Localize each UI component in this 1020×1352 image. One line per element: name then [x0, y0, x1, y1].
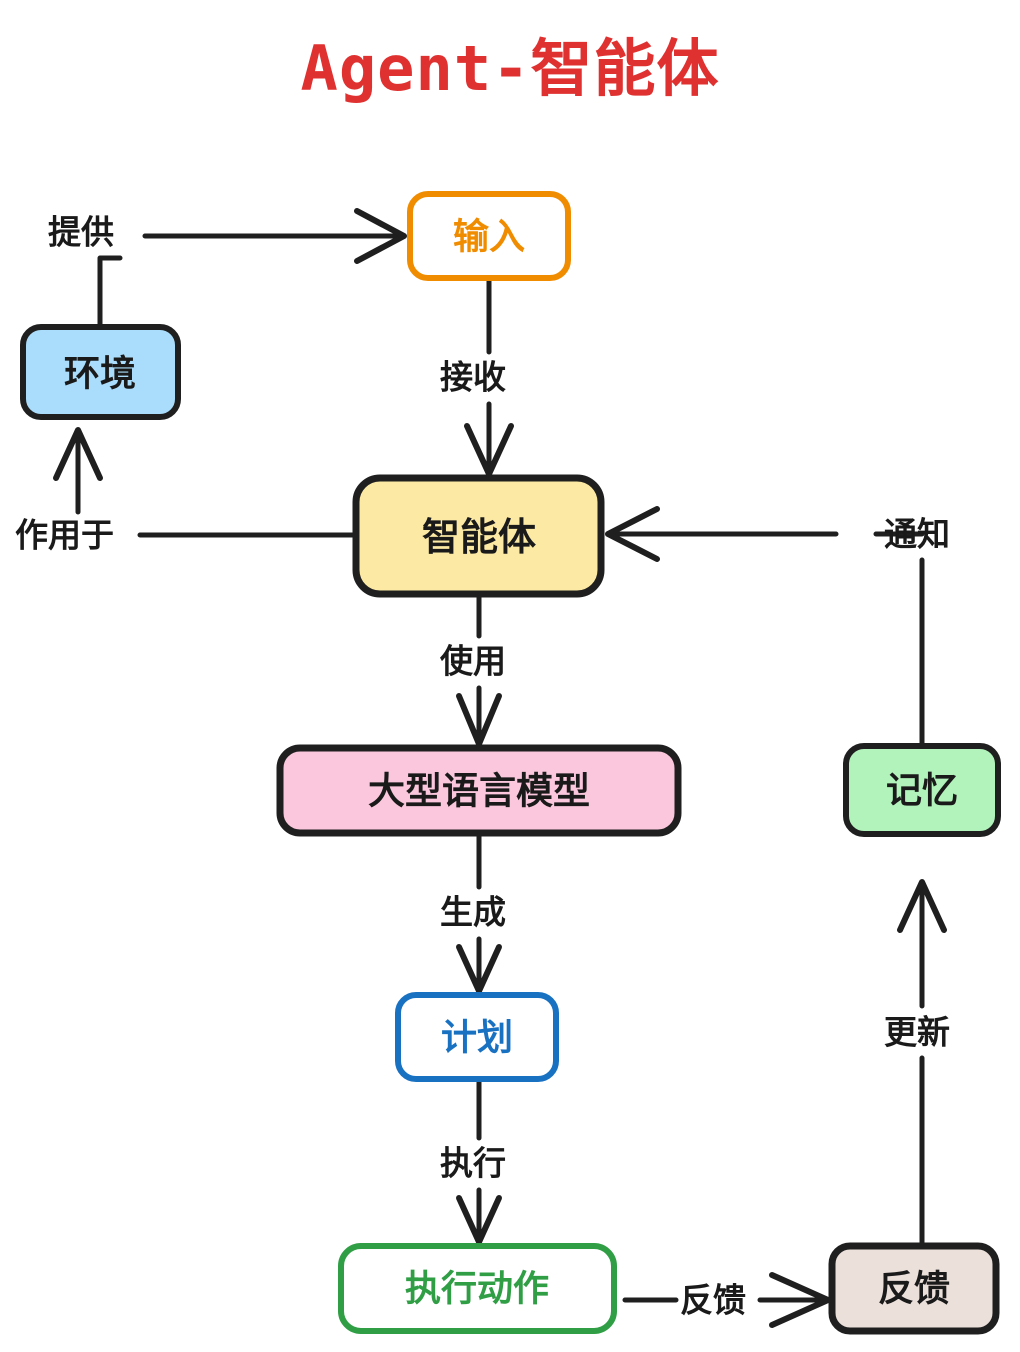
node-llm-shape[interactable]: [276, 744, 682, 837]
edge-execute: [456, 1076, 502, 1245]
edge-label-update: 更新: [884, 1013, 950, 1052]
edge-execute-arrowhead: [456, 1195, 502, 1245]
edge-notify-line: [607, 531, 925, 749]
edge-update-arrowhead: [897, 879, 947, 933]
node-agent[interactable]: 智能体: [352, 474, 605, 598]
node-memory-label: 记忆: [886, 771, 958, 812]
edge-notify: [605, 506, 925, 749]
edge-receive-arrowhead: [464, 423, 514, 477]
edge-actson-arrowhead: [53, 427, 103, 481]
node-llm[interactable]: 大型语言模型: [276, 744, 682, 837]
edge-labels-layer: 提供 接收 作用于 使用 生成 执行 反馈 更新 通知: [15, 213, 950, 1320]
edge-generate-arrowhead: [456, 944, 502, 994]
edge-label-use: 使用: [440, 642, 506, 681]
edge-label-acts-on: 作用于: [15, 516, 114, 555]
nodes-layer: 环境 输入 智能体 大型语言模型 计划 执行动作: [20, 191, 1001, 1335]
node-feedback-shape[interactable]: [828, 1242, 1000, 1335]
edge-label-provide: 提供: [48, 213, 114, 252]
edges-layer: [53, 208, 947, 1328]
node-agent-label: 智能体: [422, 515, 536, 559]
node-feedback-label: 反馈: [878, 1269, 950, 1310]
edge-actson-line: [75, 431, 359, 538]
node-environment-label: 环境: [64, 354, 136, 395]
edge-feedback-arrowhead: [769, 1272, 831, 1328]
node-execute-action-shape[interactable]: [338, 1243, 617, 1334]
edge-notify-arrowhead: [605, 506, 660, 562]
node-agent-shape[interactable]: [352, 474, 605, 598]
node-input-label: 输入: [453, 217, 525, 258]
edge-use: [456, 591, 502, 747]
edge-label-receive: 接收: [440, 358, 506, 397]
edge-provide: [97, 208, 407, 330]
edge-use-arrowhead: [456, 693, 502, 747]
page-title: Agent-智能体: [300, 32, 720, 105]
edge-provide-line: [97, 233, 407, 330]
edge-actson: [53, 427, 359, 538]
edge-update: [897, 879, 947, 1249]
edge-label-execute: 执行: [440, 1144, 506, 1183]
node-memory[interactable]: 记忆: [843, 743, 1001, 837]
node-plan-shape[interactable]: [395, 992, 559, 1082]
node-llm-label: 大型语言模型: [368, 770, 590, 813]
edge-receive: [464, 275, 514, 477]
node-plan-label: 计划: [441, 1018, 513, 1059]
node-input-shape[interactable]: [407, 191, 571, 281]
node-feedback[interactable]: 反馈: [828, 1242, 1000, 1335]
edge-label-generate: 生成: [440, 893, 506, 932]
node-memory-shape[interactable]: [843, 743, 1001, 837]
node-environment-shape[interactable]: [20, 324, 181, 420]
node-environment[interactable]: 环境: [20, 324, 181, 420]
node-execute-action-label: 执行动作: [405, 1269, 549, 1310]
edge-generate: [456, 830, 502, 994]
edge-provide-arrowhead: [354, 208, 407, 264]
edge-label-feedback: 反馈: [680, 1281, 746, 1320]
edge-feedback: [622, 1272, 831, 1328]
edge-label-notify: 通知: [884, 515, 950, 554]
node-plan[interactable]: 计划: [395, 992, 559, 1082]
node-input[interactable]: 输入: [407, 191, 571, 281]
node-execute-action[interactable]: 执行动作: [338, 1243, 617, 1334]
